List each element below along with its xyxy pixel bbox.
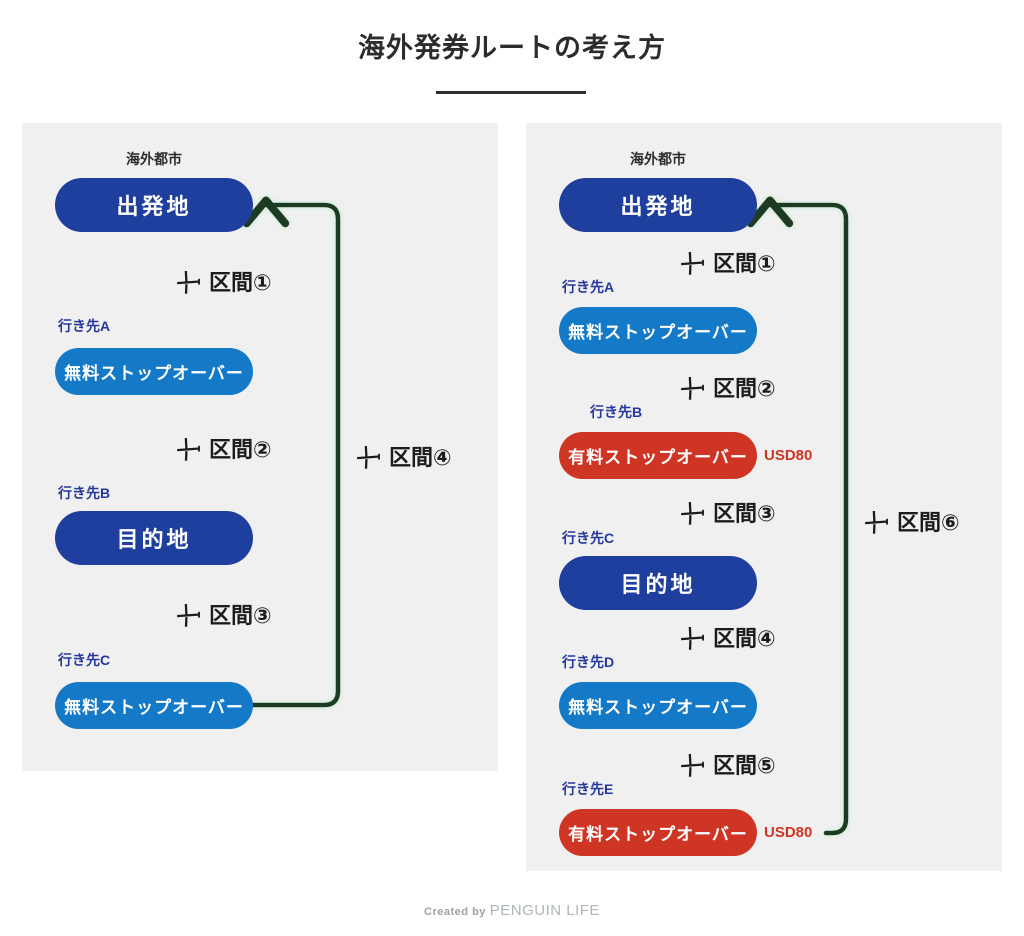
segment-label-right-3: 区間③	[679, 496, 776, 528]
plane-icon	[679, 751, 706, 778]
segment-label-right-2: 区間②	[679, 371, 776, 403]
plane-icon	[355, 443, 382, 470]
node-destination-left[interactable]: 目的地	[55, 511, 253, 565]
segment-text: 区間①	[713, 251, 776, 276]
footer-credit: Created by PENGUIN LIFE	[0, 902, 1024, 919]
title-divider	[436, 91, 586, 94]
node-free-stopover-left-c[interactable]: 無料ストップオーバー	[55, 682, 253, 729]
segment-label-left-return: 区間④	[355, 440, 452, 472]
node-free-stopover-right-d[interactable]: 無料ストップオーバー	[559, 682, 757, 729]
dest-label-right-d: 行き先D	[562, 654, 615, 670]
dest-label-right-c: 行き先C	[562, 530, 615, 546]
node-paid-stopover-right-b[interactable]: 有料ストップオーバー	[559, 432, 757, 479]
dest-label-right-e: 行き先E	[562, 781, 614, 797]
segment-text: 区間②	[713, 376, 776, 401]
segment-text: 区間③	[209, 603, 272, 628]
dest-label-left-b: 行き先B	[58, 485, 111, 501]
segment-text: 区間④	[389, 445, 452, 470]
segment-text: 区間②	[209, 437, 272, 462]
segment-label-right-4: 区間④	[679, 621, 776, 653]
dest-label-left-c: 行き先C	[58, 652, 111, 668]
plane-icon	[679, 499, 706, 526]
node-destination-right[interactable]: 目的地	[559, 556, 757, 610]
plane-icon	[175, 268, 202, 295]
segment-label-right-1: 区間①	[679, 246, 776, 278]
plane-icon	[175, 601, 202, 628]
city-label-right: 海外都市	[630, 151, 686, 167]
page-title: 海外発券ルートの考え方	[358, 33, 666, 63]
plane-icon	[679, 249, 706, 276]
plane-icon	[863, 508, 890, 535]
node-free-stopover-left-a[interactable]: 無料ストップオーバー	[55, 348, 253, 395]
segment-text: 区間③	[713, 501, 776, 526]
segment-text: 区間①	[209, 270, 272, 295]
segment-text: 区間⑤	[713, 753, 776, 778]
footer-created-by: Created by	[424, 906, 486, 918]
node-origin-right[interactable]: 出発地	[559, 178, 757, 232]
route-panel-right	[526, 123, 1002, 871]
segment-text: 区間④	[713, 626, 776, 651]
footer-brand: PENGUIN LIFE	[489, 902, 600, 919]
segment-label-left-3: 区間③	[175, 598, 272, 630]
node-free-stopover-right-a[interactable]: 無料ストップオーバー	[559, 307, 757, 354]
segment-label-right-5: 区間⑤	[679, 748, 776, 780]
segment-label-left-1: 区間①	[175, 265, 272, 297]
segment-text: 区間⑥	[897, 510, 960, 535]
dest-label-left-a: 行き先A	[58, 318, 111, 334]
dest-label-right-a: 行き先A	[562, 279, 615, 295]
segment-label-right-return: 区間⑥	[863, 505, 960, 537]
dest-label-right-b: 行き先B	[590, 404, 643, 420]
price-label-right-b: USD80	[764, 447, 813, 464]
node-origin-left[interactable]: 出発地	[55, 178, 253, 232]
city-label-left: 海外都市	[126, 151, 182, 167]
price-label-right-e: USD80	[764, 824, 813, 841]
node-paid-stopover-right-e[interactable]: 有料ストップオーバー	[559, 809, 757, 856]
plane-icon	[679, 374, 706, 401]
plane-icon	[679, 624, 706, 651]
plane-icon	[175, 435, 202, 462]
segment-label-left-2: 区間②	[175, 432, 272, 464]
